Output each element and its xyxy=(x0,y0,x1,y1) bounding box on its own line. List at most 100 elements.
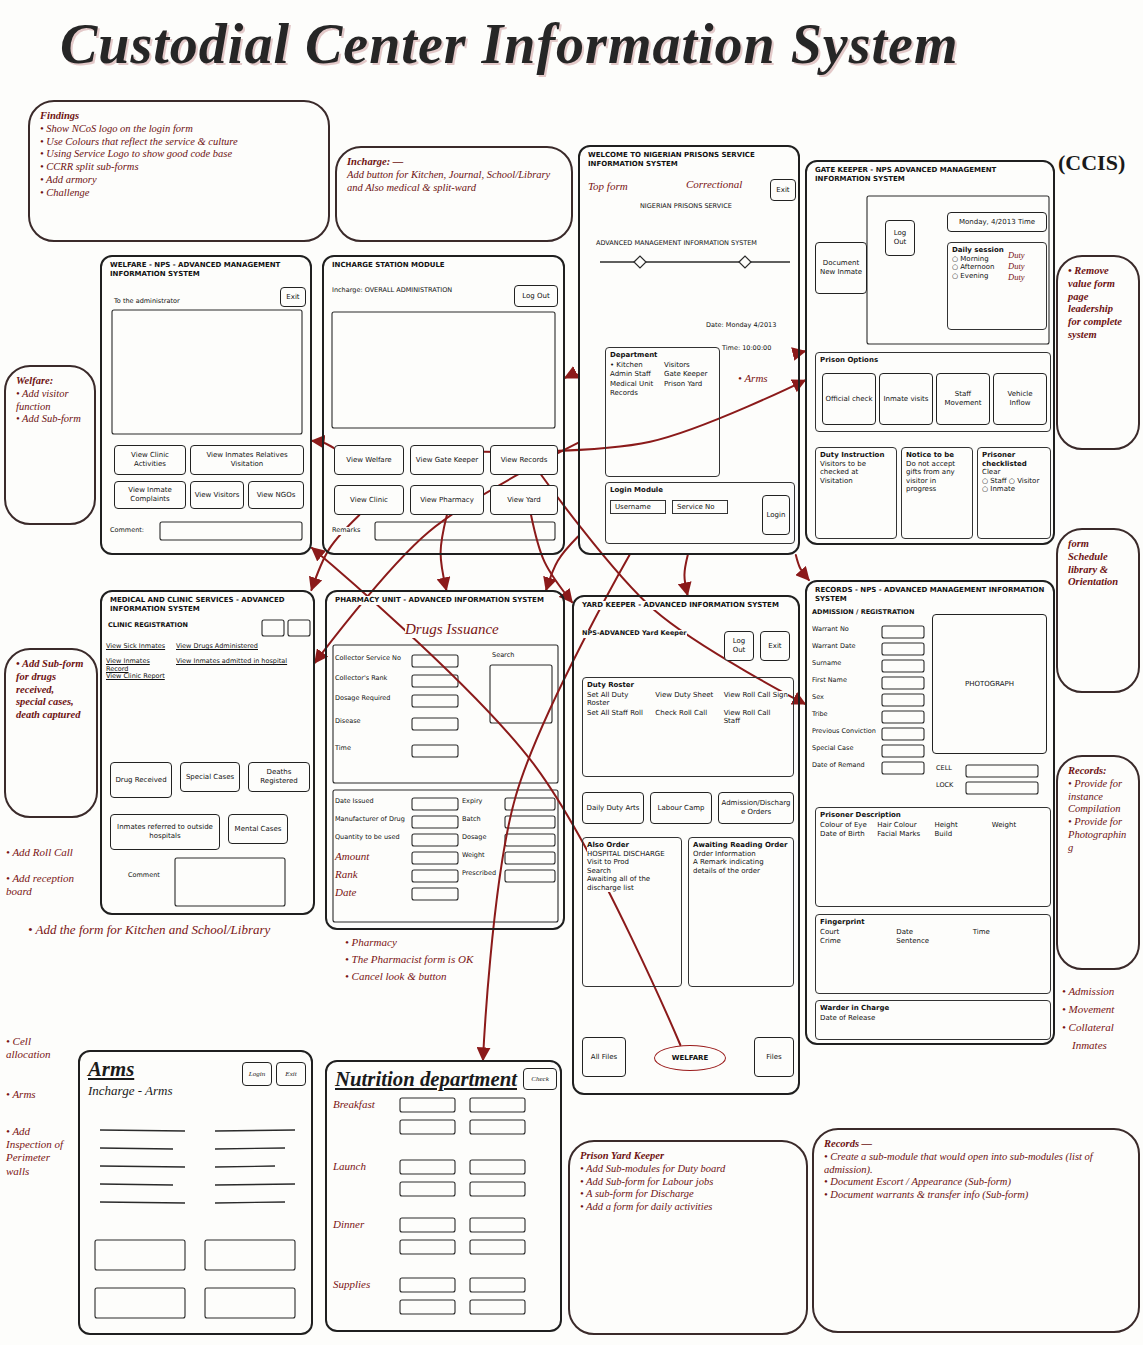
field-label: View Sick Inmates xyxy=(106,643,165,651)
node-text: Date of Release xyxy=(820,1014,875,1023)
node-heading: Files xyxy=(766,1053,781,1062)
annotation-note: • Cancel look & button xyxy=(345,970,447,983)
form-group: Login ModuleUsernameService NoLogin xyxy=(605,482,795,544)
node-heading: Log Out xyxy=(888,229,912,246)
node-heading: Mental Cases xyxy=(235,825,282,834)
node-heading: YARD KEEPER - ADVANCED INFORMATION SYSTE… xyxy=(582,601,779,610)
node-heading: WELCOME TO NIGERIAN PRISONS SERVICE INFO… xyxy=(588,151,790,168)
node-heading: Fingerprint xyxy=(820,918,865,927)
form-button: All Files xyxy=(582,1037,626,1077)
node-heading: View Visitors xyxy=(195,491,240,500)
annotation-note: Breakfast xyxy=(333,1098,375,1111)
arrow-connector xyxy=(441,515,447,590)
form-button: View Pharmacy xyxy=(410,485,484,515)
node-heading: Also Order xyxy=(587,841,629,850)
input-field xyxy=(412,852,458,864)
input-field xyxy=(412,718,458,730)
input-field xyxy=(95,1240,185,1270)
node-text: • CCRR split sub-forms xyxy=(40,161,138,174)
annotation-note: Duty xyxy=(1008,261,1025,271)
node-heading: Drug Received xyxy=(115,776,166,785)
node-heading: Login xyxy=(249,1070,265,1079)
input-field xyxy=(882,728,924,740)
form-button: View NGOs xyxy=(248,481,304,509)
node-heading: • Remove value form page leadership for … xyxy=(1068,265,1128,342)
input-field xyxy=(412,834,458,846)
node-heading: PHARMACY UNIT - ADVANCED INFORMATION SYS… xyxy=(335,596,544,605)
field-label: Date of Remand xyxy=(812,762,865,770)
input-field xyxy=(412,798,458,810)
field-label: LOCK xyxy=(936,782,953,790)
node-heading: Records — xyxy=(824,1138,872,1151)
text-area xyxy=(175,858,285,906)
note-cloud: Findings• Show NCoS logo on the login fo… xyxy=(28,100,330,242)
form-button: Exit xyxy=(280,287,306,307)
input-field xyxy=(262,620,284,636)
field-label: View Clinic Report xyxy=(106,673,165,681)
input-field xyxy=(470,1160,525,1174)
field-label: View Inmates admitted in hospital xyxy=(176,658,287,666)
form-button: View Welfare xyxy=(334,445,404,475)
node-text: • Add Sub-form xyxy=(16,413,81,426)
form-button: Exit xyxy=(760,631,790,661)
field-label: To the administrator xyxy=(114,298,180,306)
scribble-line xyxy=(215,1130,295,1131)
input-field xyxy=(205,1288,295,1318)
node-heading: Exit xyxy=(768,642,781,651)
node-text: • Document Escort / Appearance (Sub-form… xyxy=(824,1176,1011,1189)
node-text: View Roll Call Staff xyxy=(724,709,789,726)
node-heading: GATE KEEPER - NPS ADVANCED MANAGEMENT IN… xyxy=(815,166,1045,183)
scribble-line xyxy=(100,1202,185,1203)
node-heading: • Add Sub-form for drugs received, speci… xyxy=(16,658,86,722)
node-text: Weight xyxy=(992,821,1016,830)
note-cloud: • Add Sub-form for drugs received, speci… xyxy=(4,648,98,818)
input-field xyxy=(412,888,458,900)
annotation-note: Amount xyxy=(335,850,369,863)
input-field xyxy=(505,870,555,882)
field-label: Date: Monday 4/2013 xyxy=(706,322,776,330)
form-group: Prisoner DescriptionColour of EyeHair Co… xyxy=(815,807,1051,907)
input-field xyxy=(470,1240,525,1254)
annotation-note: • The Pharmacist form is OK xyxy=(345,953,473,966)
node-text: Clear xyxy=(982,468,1000,477)
field-label: ADVANCED MANAGEMENT INFORMATION SYSTEM xyxy=(596,240,757,248)
field-label: (CCIS) xyxy=(1058,150,1125,176)
form-button: Official check xyxy=(822,373,876,425)
annotation-note: Duty xyxy=(1008,272,1025,282)
field-label: Comment xyxy=(128,872,160,880)
node-text: Records xyxy=(610,389,638,398)
form-group: Duty InstructionVisitors to be checked a… xyxy=(815,447,897,539)
form-button: Inmates referred to outside hospitals xyxy=(110,814,220,850)
annotation-note: Top form xyxy=(588,180,628,193)
node-text: • Provide for instance Compilation xyxy=(1068,778,1128,816)
slider-line xyxy=(600,261,790,262)
slider-diamond xyxy=(739,256,751,268)
input-field xyxy=(882,677,924,689)
node-heading: Awaiting Reading Order xyxy=(693,841,788,850)
node-heading: Labour Camp xyxy=(658,804,705,813)
form-group: Duty RosterSet All Duty RosterView Duty … xyxy=(582,677,794,777)
node-text: Visit to Prod xyxy=(587,858,629,867)
node-heading: Inmates referred to outside hospitals xyxy=(113,823,217,840)
form-button: Deaths Registered xyxy=(248,762,310,792)
node-heading: View Records xyxy=(501,456,548,465)
form-button: View Yard xyxy=(490,485,558,515)
input-field xyxy=(882,694,924,706)
node-text: Prison Yard xyxy=(664,380,702,389)
node-heading: Official check xyxy=(825,395,872,404)
node-heading: View Gate Keeper xyxy=(416,456,478,465)
annotation-note: • Cell allocation xyxy=(6,1035,74,1061)
form-button: Vehicle Inflow xyxy=(993,373,1047,425)
form-group: FingerprintCourtDateTimeCrimeSentence xyxy=(815,914,1051,994)
input-field xyxy=(400,1182,455,1196)
node-text: ○ Morning xyxy=(952,255,989,264)
form-group: Warder in ChargeDate of Release xyxy=(815,1000,1051,1040)
form-button: View Clinic Activities xyxy=(114,445,186,475)
form-button: Log Out xyxy=(885,220,915,256)
node-heading: Check xyxy=(531,1075,549,1084)
field-label: Prescribed xyxy=(462,870,496,878)
form-button: View Clinic xyxy=(334,485,404,515)
note-cloud: Records:• Provide for instance Compilati… xyxy=(1056,755,1140,970)
field-label: First Name xyxy=(812,677,847,685)
node-text: View Roll Call Sign xyxy=(724,691,788,708)
